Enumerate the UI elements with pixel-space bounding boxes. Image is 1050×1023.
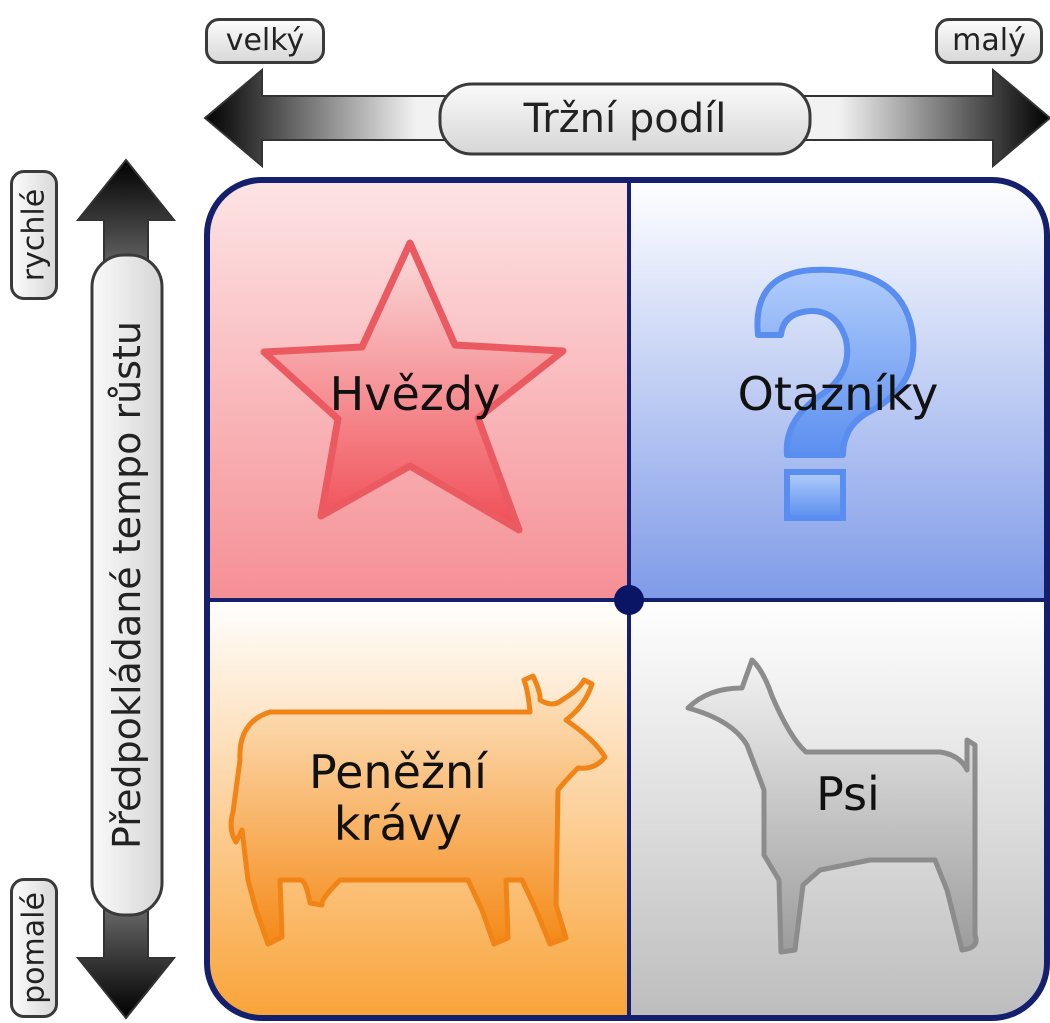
quadrant-label-dogs: Psi — [816, 767, 880, 821]
quadrant-label-cash-cows-line1: Peněžní — [309, 745, 488, 799]
dog-icon — [685, 657, 979, 955]
axis-label-fast: rychlé — [10, 170, 58, 300]
quadrant-label-question-marks: Otazníky — [738, 367, 939, 421]
matrix-frame — [204, 177, 1050, 1021]
question-mark-icon — [754, 266, 917, 521]
horizontal-axis-title-pill — [438, 82, 812, 156]
quadrant-label-stars: Hvězdy — [330, 367, 501, 421]
horizontal-axis-title: Tržní podíl — [523, 96, 727, 142]
horizontal-axis-arrow: Tržní podíl — [203, 67, 1050, 169]
quadrant-label-cash-cows-line2: krávy — [334, 797, 462, 851]
axis-label-small: malý — [935, 18, 1043, 64]
cow-icon — [228, 673, 608, 947]
axis-label-slow-text: pomalé — [16, 892, 52, 1004]
matrix-quadrants — [207, 180, 1047, 1018]
vertical-axis-title-pill — [90, 253, 164, 917]
vertical-axis-title: Předpokládané tempo růstu — [105, 321, 149, 849]
axis-label-fast-text: rychlé — [16, 188, 52, 282]
axis-label-slow: pomalé — [10, 878, 58, 1018]
vertical-axis-arrow: Předpokládané tempo růstu — [75, 158, 177, 1020]
star-icon — [260, 239, 567, 534]
center-dot — [614, 585, 644, 615]
axis-label-large: velký — [205, 18, 325, 64]
